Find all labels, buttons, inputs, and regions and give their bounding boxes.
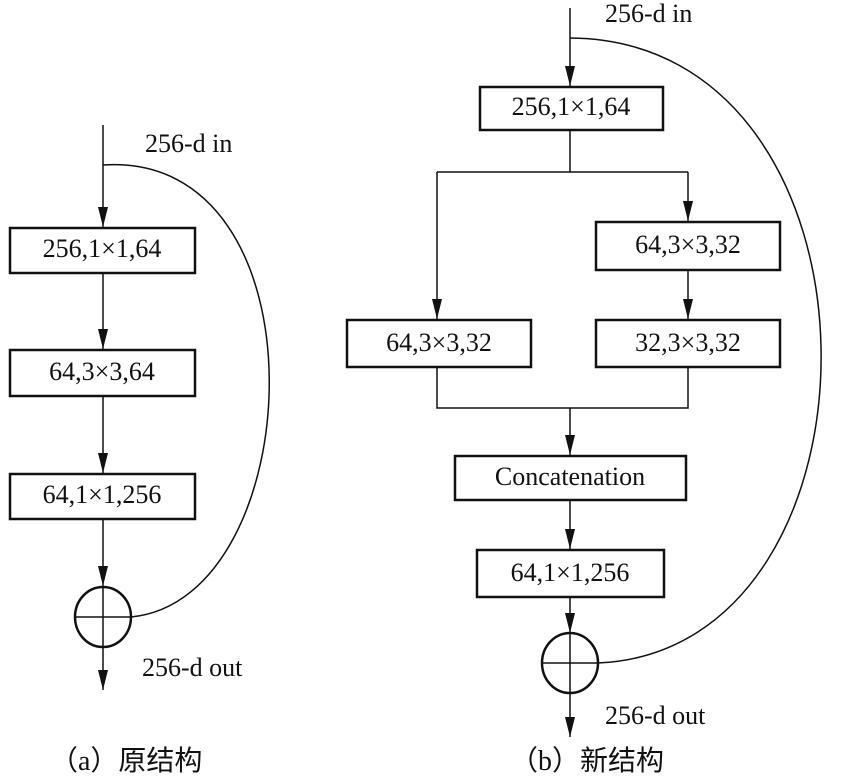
right-branch-box-2-label: 32,3×3,32	[635, 328, 741, 357]
conv-box-2	[8, 348, 197, 398]
conv-box-1	[8, 226, 197, 275]
diagram-b-new-structure: 256-d in 256,1×1,64 64,3×3,32 64,3×3,32 …	[345, 0, 822, 777]
caption-a: （a）原结构	[50, 745, 202, 777]
top-conv-box-label: 256,1×1,64	[512, 92, 631, 121]
top-conv-box	[478, 85, 665, 132]
right-branch-box-1-label: 64,3×3,32	[635, 230, 741, 259]
left-branch-box	[345, 318, 533, 369]
conv-box-3	[8, 472, 197, 521]
sum-icon	[73, 585, 133, 649]
right-branch-box-2	[594, 318, 782, 369]
caption-b: （b）新结构	[510, 745, 664, 777]
output-label: 256-d out	[605, 701, 706, 730]
output-label: 256-d out	[142, 653, 243, 682]
shortcut-connection	[102, 164, 270, 618]
bottom-conv-box	[475, 548, 666, 599]
input-label: 256-d in	[605, 0, 692, 28]
sum-icon	[540, 631, 600, 695]
bottom-conv-box-label: 64,1×1,256	[511, 558, 630, 587]
merge-line	[436, 367, 689, 409]
diagram-a-original-structure: 256-d in 256,1×1,64 64,3×3,64 64,1×1,256…	[8, 125, 270, 777]
conv-box-3-label: 64,1×1,256	[43, 480, 162, 509]
right-branch-box-1	[594, 220, 782, 272]
shortcut-connection	[569, 37, 822, 664]
concatenation-box-label: Concatenation	[495, 462, 645, 491]
input-label: 256-d in	[145, 129, 232, 158]
conv-box-1-label: 256,1×1,64	[43, 234, 162, 263]
left-branch-box-label: 64,3×3,32	[386, 328, 492, 357]
conv-box-2-label: 64,3×3,64	[49, 357, 155, 386]
